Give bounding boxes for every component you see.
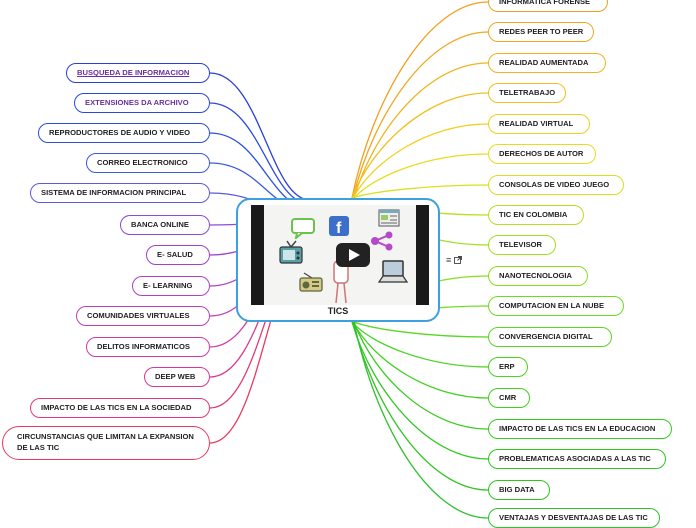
- central-topic[interactable]: f: [236, 198, 440, 322]
- topic-realidad-aumentada[interactable]: REALIDAD AUMENTADA: [488, 53, 606, 73]
- topic-impacto-de-las-tics-en-la-sociedad[interactable]: IMPACTO DE LAS TICS EN LA SOCIEDAD: [30, 398, 210, 418]
- node-menu[interactable]: ≡: [446, 255, 462, 265]
- radio-icon: [299, 272, 323, 292]
- connector-line: [353, 321, 489, 338]
- connector-line: [351, 1, 489, 199]
- topic-teletrabajo[interactable]: TELETRABAJO: [488, 83, 566, 103]
- connector-line: [353, 62, 489, 199]
- topic-tic-en-colombia[interactable]: TIC EN COLOMBIA: [488, 205, 584, 225]
- topic-delitos-informaticos[interactable]: DELITOS INFORMATICOS: [86, 337, 210, 357]
- topic-e-learning[interactable]: E- LEARNING: [132, 276, 210, 296]
- topic-problematicas-asociadas-a-las-tic[interactable]: PROBLEMATICAS ASOCIADAS A LAS TIC: [488, 449, 666, 469]
- connector-line: [351, 321, 489, 368]
- topic-reproductores-de-audio-y-video[interactable]: REPRODUCTORES DE AUDIO Y VIDEO: [38, 123, 210, 143]
- topic-derechos-de-autor[interactable]: DERECHOS DE AUTOR: [488, 144, 596, 164]
- topic-informatica-forense[interactable]: INFORMATICA FORENSE: [488, 0, 608, 12]
- connector-line: [351, 92, 489, 199]
- connector-line: [353, 321, 489, 519]
- topic-consolas-de-video-juego[interactable]: CONSOLAS DE VIDEO JUEGO: [488, 175, 624, 195]
- topic-circunstancias-que-limitan-la-expansion-de-las-tic[interactable]: CIRCUNSTANCIAS QUE LIMITAN LA EXPANSION …: [2, 426, 210, 460]
- tv-icon: [279, 240, 303, 264]
- video-thumbnail[interactable]: f: [251, 205, 429, 305]
- topic-ventajas-y-desventajas-de-las-tic[interactable]: VENTAJAS Y DESVENTAJAS DE LAS TIC: [488, 508, 660, 528]
- topic-nanotecnologia[interactable]: NANOTECNOLOGIA: [488, 266, 588, 286]
- connector-line: [352, 321, 489, 399]
- topic-redes-peer-to-peer[interactable]: REDES PEER TO PEER: [488, 22, 594, 42]
- list-icon[interactable]: ≡: [446, 255, 452, 265]
- topic-big-data[interactable]: BIG DATA: [488, 480, 550, 500]
- topic-busqueda-de-informacion[interactable]: BUSQUEDA DE INFORMACION: [66, 63, 210, 83]
- connector-line: [353, 153, 489, 199]
- connector-line: [351, 321, 489, 460]
- play-icon[interactable]: [336, 243, 370, 267]
- topic-convergencia-digital[interactable]: CONVERGENCIA DIGITAL: [488, 327, 612, 347]
- connector-line: [209, 102, 311, 205]
- topic-extensiones-da-archivo[interactable]: EXTENSIONES DA ARCHIVO: [74, 93, 210, 113]
- topic-televisor[interactable]: TELEVISOR: [488, 235, 556, 255]
- svg-text:f: f: [336, 220, 342, 237]
- central-title: TICS: [327, 306, 349, 316]
- topic-cmr[interactable]: CMR: [488, 388, 530, 408]
- connector-line: [352, 31, 489, 199]
- topic-deep-web[interactable]: DEEP WEB: [144, 367, 210, 387]
- connector-line: [209, 132, 311, 209]
- topic-realidad-virtual[interactable]: REALIDAD VIRTUAL: [488, 114, 590, 134]
- topic-erp[interactable]: ERP: [488, 357, 528, 377]
- topic-correo-electronico[interactable]: CORREO ELECTRONICO: [86, 153, 210, 173]
- topic-e-salud[interactable]: E- SALUD: [146, 245, 210, 265]
- connector-line: [353, 321, 489, 430]
- chat-bubble-icon: [291, 218, 315, 239]
- facebook-icon: f: [329, 216, 349, 237]
- connector-line: [352, 123, 489, 199]
- topic-banca-online[interactable]: BANCA ONLINE: [120, 215, 210, 235]
- topic-computacion-en-la-nube[interactable]: COMPUTACION EN LA NUBE: [488, 296, 624, 316]
- connector-line: [209, 72, 311, 201]
- webpage-icon: [378, 209, 400, 227]
- topic-sistema-de-informacion-principal[interactable]: SISTEMA DE INFORMACION PRINCIPAL: [30, 183, 210, 203]
- laptop-icon: [378, 260, 408, 283]
- connector-line: [351, 184, 489, 199]
- external-link-icon[interactable]: [453, 256, 462, 264]
- share-icon: [371, 231, 393, 251]
- topic-impacto-de-las-tics-en-la-educacion[interactable]: IMPACTO DE LAS TICS EN LA EDUCACION: [488, 419, 672, 439]
- video-screen: f: [264, 205, 416, 305]
- topic-comunidades-virtuales[interactable]: COMUNIDADES VIRTUALES: [76, 306, 210, 326]
